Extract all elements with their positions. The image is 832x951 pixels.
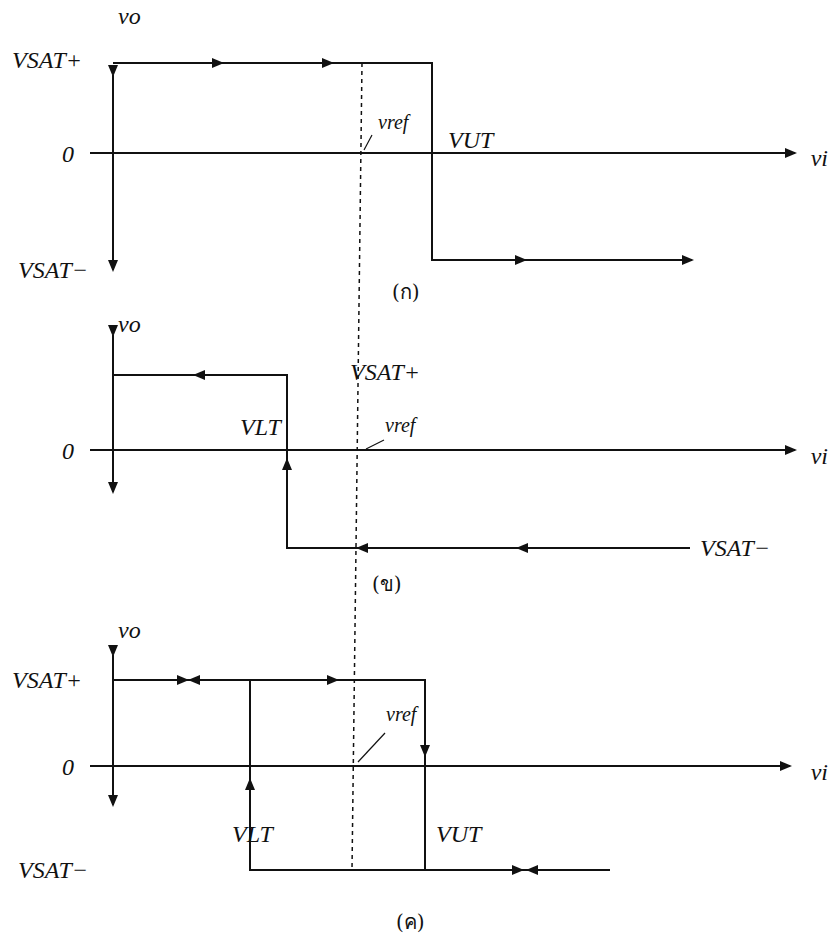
axis-label: VUT — [448, 128, 493, 152]
axis-label: vref — [385, 415, 415, 435]
axis-label: vo — [118, 312, 141, 336]
axis-label: VLT — [232, 822, 273, 846]
axis-label: VSAT+ — [350, 360, 420, 384]
axis-label: vref — [386, 704, 416, 724]
axis-label: VSAT+ — [12, 48, 82, 72]
axis-label: VSAT− — [700, 536, 770, 560]
axis-label: vi — [811, 444, 828, 468]
axis-label: vi — [811, 146, 828, 170]
axis-label: VSAT− — [18, 858, 88, 882]
plot-caption: (ค) — [396, 912, 425, 932]
axis-label: 0 — [62, 755, 74, 779]
axis-label: VSAT+ — [12, 668, 82, 692]
plot-caption: (ข) — [372, 574, 402, 594]
axis-label: VLT — [240, 415, 281, 439]
plot-caption: (ก) — [392, 282, 420, 302]
axis-label: VUT — [436, 822, 481, 846]
axis-label: 0 — [62, 439, 74, 463]
axis-label: VSAT− — [18, 258, 88, 282]
axis-label: 0 — [62, 142, 74, 166]
axis-label: vo — [118, 4, 141, 28]
axis-label: vi — [811, 760, 828, 784]
axis-label: vo — [118, 618, 141, 642]
axis-label: vref — [378, 112, 408, 132]
